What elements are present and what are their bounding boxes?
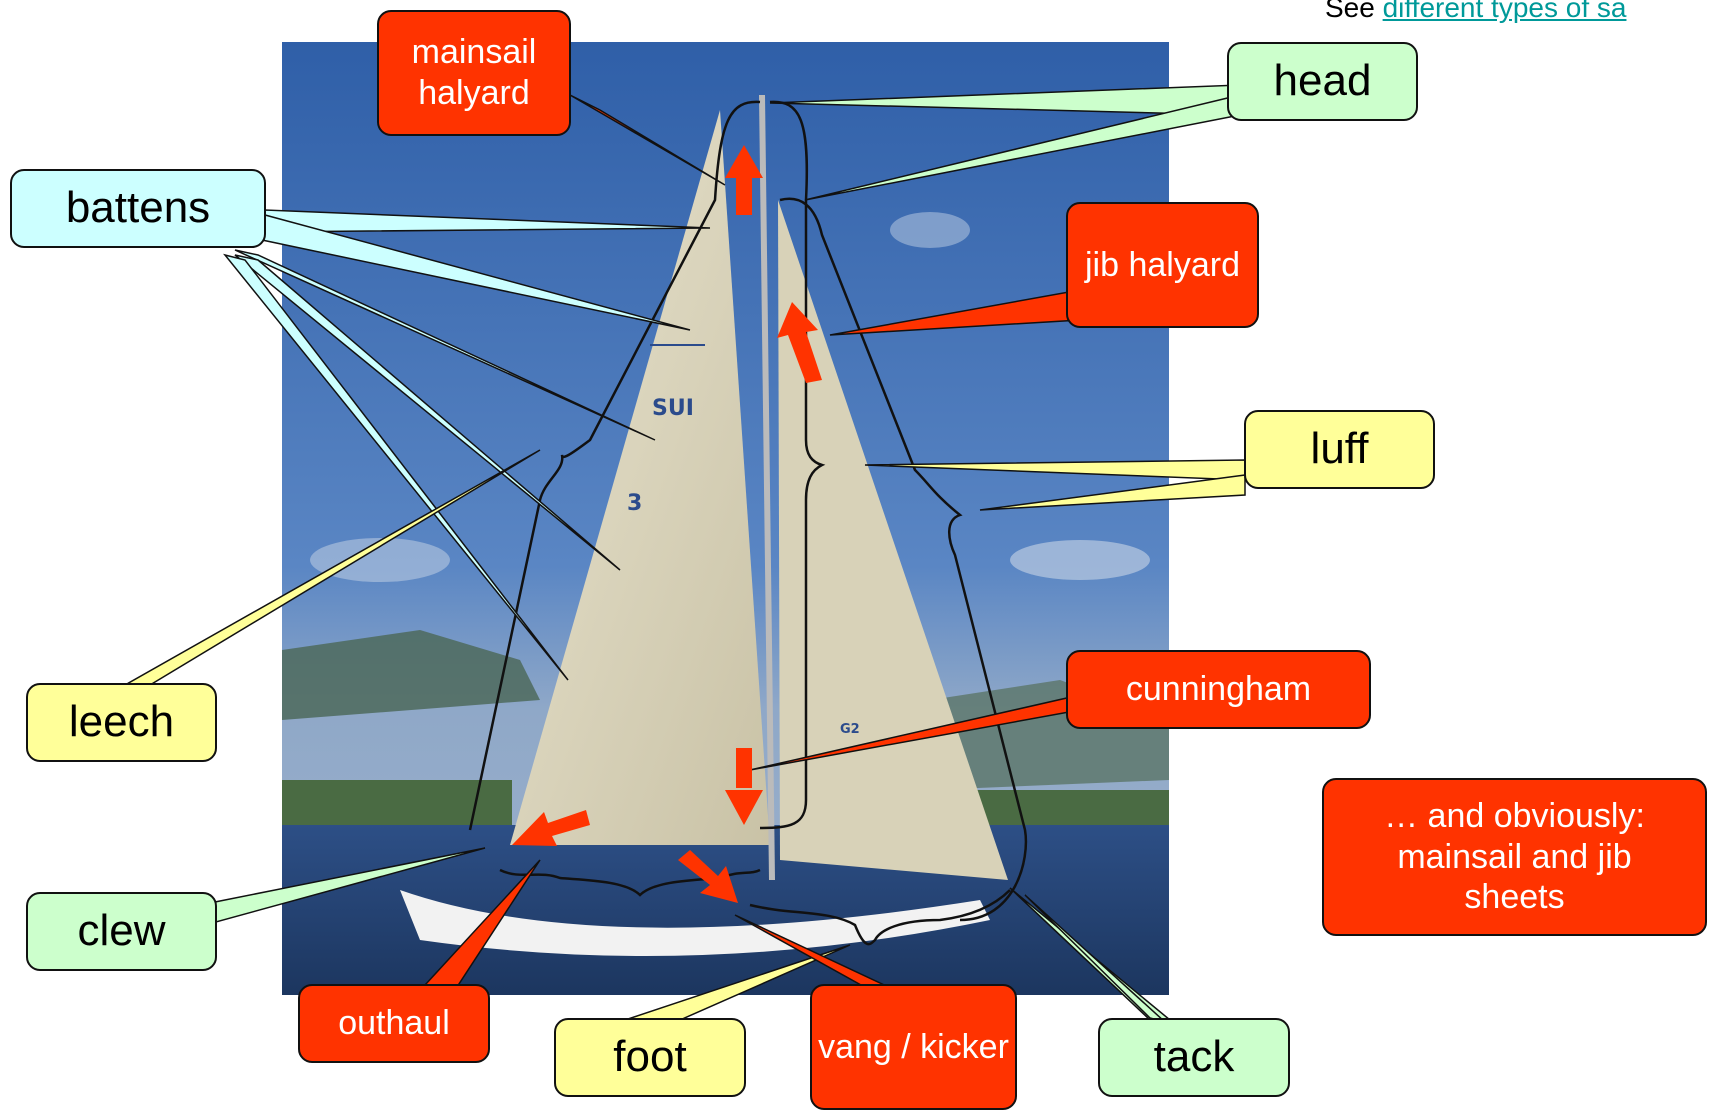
label-mainsail-halyard: mainsail halyard [377,10,571,136]
callout-pointers [122,84,1246,1023]
red-arrows [512,145,822,903]
foot-bracket-jib [749,889,1011,946]
label-cunningham: cunningham [1066,650,1371,729]
label-foot: foot [554,1018,746,1097]
label-leech: leech [26,683,217,762]
leech-bracket [468,100,761,831]
foot-bracket-main [499,868,761,897]
jib-mark: G2 [840,722,860,737]
sail-country-code: SUI [652,396,694,421]
label-clew: clew [26,892,217,971]
sail-number: 3 [627,491,642,516]
label-head: head [1227,42,1418,121]
see-also-text: See different types of sa [1325,0,1626,24]
down-arrow-cunningham [725,748,763,825]
arrow-outhaul [512,810,590,846]
arrow-vang [678,850,738,903]
label-luff: luff [1244,410,1435,489]
label-battens: battens [10,169,266,248]
label-jib-halyard: jib halyard [1066,202,1259,328]
label-sheets-note: … and obviously: mainsail and jib sheets [1322,778,1707,936]
see-also-prefix: See [1325,0,1375,23]
mainsail-luff-bracket [759,100,826,830]
jib-luff-bracket [779,197,1028,922]
label-vang-kicker: vang / kicker [810,984,1017,1110]
label-tack: tack [1098,1018,1290,1097]
sailboat-photo [282,42,1169,995]
up-arrow-mainsail-halyard [725,145,763,215]
up-arrow-jib-halyard [777,302,822,383]
label-outhaul: outhaul [298,984,490,1063]
brackets [468,100,1028,946]
sail-types-link[interactable]: different types of sa [1382,0,1627,23]
